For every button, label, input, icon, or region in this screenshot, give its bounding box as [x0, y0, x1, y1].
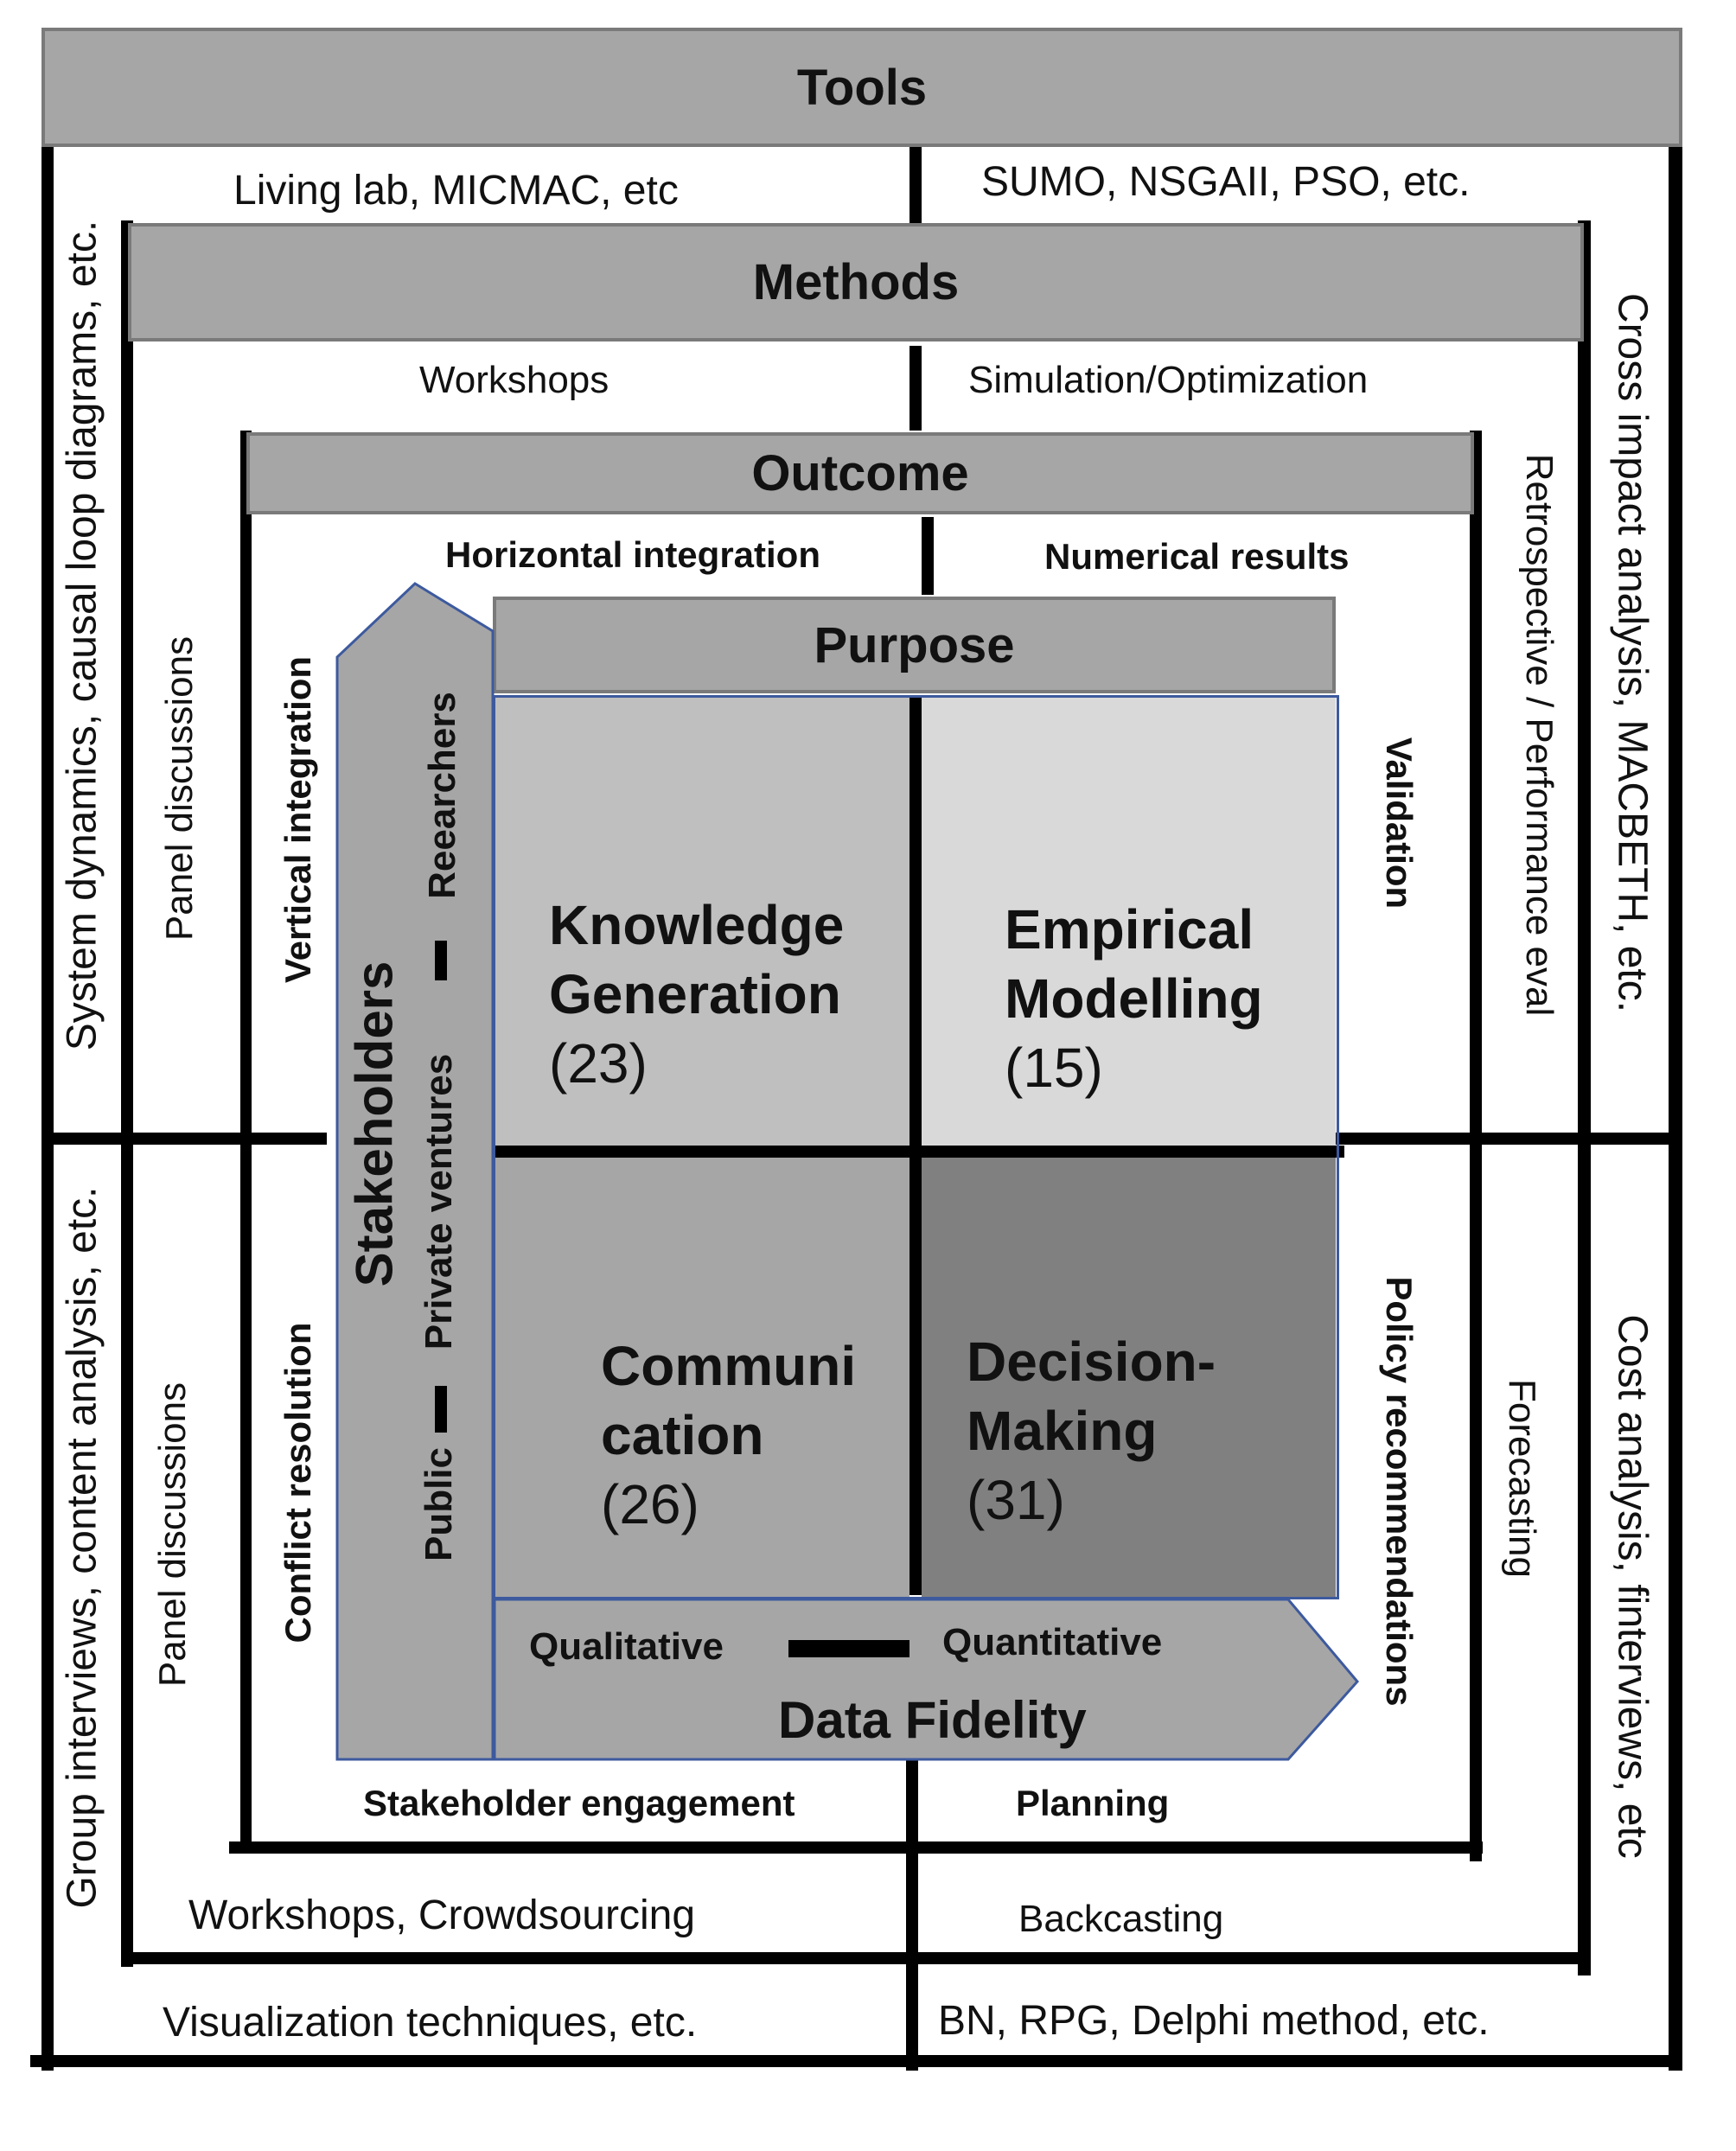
quadrant-empirical-modelling: [922, 697, 1336, 1146]
tools-bottom-right: BN, RPG, Delphi method, etc.: [938, 1998, 1490, 2044]
empirical-modelling-count: (15): [1005, 1037, 1103, 1099]
outcome-frame-right: [1470, 431, 1482, 1861]
methods-title: Methods: [752, 254, 960, 310]
outcome-left-top: Vertical integration: [278, 655, 318, 984]
outcome-title: Outcome: [751, 445, 969, 501]
decision-making-count: (31): [967, 1469, 1065, 1531]
stakeholders-dash-upper: [435, 941, 447, 980]
vertical-axis-bottom: [906, 1755, 918, 2071]
methods-bottom-left: Workshops, Crowdsourcing: [188, 1892, 696, 1938]
outcome-header: Outcome: [246, 432, 1474, 514]
outcome-bottom-left: Stakeholder engagement: [363, 1783, 795, 1823]
methods-header: Methods: [128, 223, 1584, 341]
methods-right-top: Retrospective / Performance eval: [1518, 453, 1560, 1017]
data-fidelity-arrow-shape: [493, 1598, 1359, 1761]
vertical-axis-methods: [909, 346, 922, 431]
horizontal-axis-left: [41, 1133, 327, 1145]
outcome-frame-bottom: [229, 1841, 1483, 1854]
tools-right-bottom: Cost analysis, finterviews, etc: [1609, 1314, 1656, 1859]
methods-frame-right: [1578, 220, 1591, 1975]
stakeholders-high: Reearchers: [421, 692, 463, 899]
tools-left-top: System dynamics, causal loop diagrams, e…: [59, 220, 105, 1051]
methods-top-right: Simulation/Optimization: [968, 359, 1369, 401]
outcome-right-bottom: Policy recommendations: [1379, 1276, 1420, 1707]
methods-bottom-right: Backcasting: [1018, 1898, 1224, 1940]
decision-making-line1: Decision-: [967, 1331, 1216, 1393]
vertical-axis-top: [909, 147, 922, 233]
data-fidelity-low: Qualitative: [529, 1625, 724, 1668]
communication-line1: Communi: [601, 1335, 857, 1397]
methods-frame-bottom: [121, 1952, 1591, 1964]
tools-frame-left: [41, 147, 54, 2071]
data-fidelity-high: Quantitative: [942, 1621, 1163, 1663]
quadrant-decision-making: [922, 1158, 1336, 1597]
methods-frame-left: [121, 220, 133, 1967]
data-fidelity-dash: [788, 1640, 909, 1657]
outcome-top-left: Horizontal integration: [445, 534, 820, 575]
methods-left-top: Panel discussions: [158, 635, 201, 941]
tools-frame-right: [1669, 147, 1682, 2071]
tools-header: Tools: [41, 28, 1682, 147]
quadrant-knowledge-generation: [495, 697, 909, 1146]
stakeholders-dash-lower: [435, 1386, 447, 1433]
purpose-title: Purpose: [814, 616, 1015, 673]
horizontal-axis-right: [1336, 1133, 1682, 1145]
methods-top-left: Workshops: [419, 359, 610, 401]
empirical-modelling-line2: Modelling: [1005, 967, 1263, 1030]
empirical-modelling-label: Empirical Modelling (15): [1005, 895, 1263, 1102]
knowledge-generation-line2: Generation: [549, 963, 841, 1025]
methods-right-bottom: Forecasting: [1501, 1379, 1543, 1578]
decision-making-line2: Making: [967, 1400, 1158, 1462]
tools-right-top: Cross impact analysis, MACBETH, etc.: [1609, 292, 1656, 1013]
communication-count: (26): [601, 1473, 699, 1535]
stakeholders-arrow-shape: [335, 582, 495, 1761]
outcome-left-bottom: Conflict resolution: [278, 1322, 318, 1644]
vertical-axis-purpose: [909, 696, 922, 1595]
tools-top-right: SUMO, NSGAII, PSO, etc.: [981, 159, 1471, 205]
stakeholders-mid: Private ventures: [418, 1053, 460, 1350]
tools-frame-bottom: [30, 2055, 1682, 2067]
tools-bottom-left: Visualization techniques, etc.: [163, 2000, 698, 2046]
knowledge-generation-count: (23): [549, 1032, 648, 1095]
tools-left-bottom: Group interviews, content analysis, etc.: [59, 1186, 105, 1909]
communication-label: Communi cation (26): [601, 1331, 856, 1539]
knowledge-generation-label: Knowledge Generation (23): [549, 890, 844, 1098]
outcome-top-right: Numerical results: [1044, 536, 1350, 577]
outcome-right-top: Validation: [1379, 737, 1420, 910]
purpose-header: Purpose: [493, 597, 1336, 693]
decision-making-label: Decision- Making (31): [967, 1327, 1216, 1535]
vertical-axis-outcome: [922, 517, 934, 595]
data-fidelity-title: Data Fidelity: [778, 1691, 1087, 1749]
communication-line2: cation: [601, 1404, 764, 1466]
stakeholders-title: Stakeholders: [345, 961, 404, 1287]
tools-top-left: Living lab, MICMAC, etc: [233, 168, 679, 214]
stakeholders-low: Public: [418, 1446, 460, 1562]
knowledge-generation-line1: Knowledge: [549, 894, 845, 956]
quadrant-communication: [495, 1158, 909, 1597]
methods-left-bottom: Panel discussions: [151, 1382, 194, 1688]
tools-title: Tools: [796, 59, 928, 116]
outcome-bottom-right: Planning: [1016, 1783, 1170, 1823]
empirical-modelling-line1: Empirical: [1005, 898, 1254, 961]
